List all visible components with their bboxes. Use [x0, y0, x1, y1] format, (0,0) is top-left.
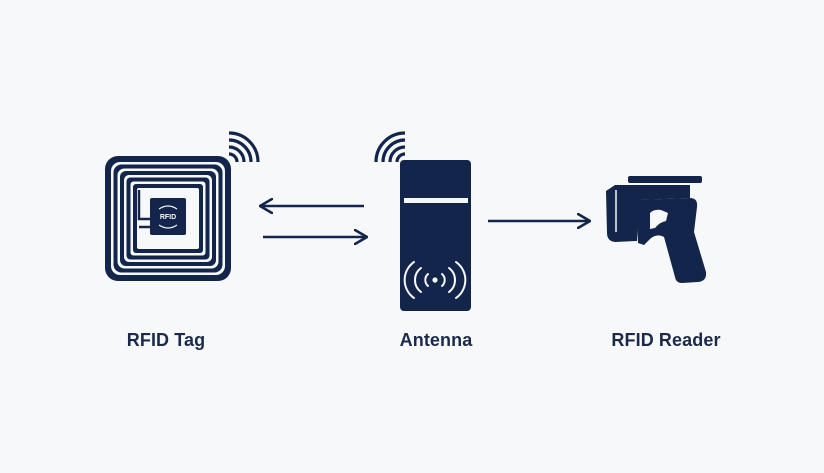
antenna-label: Antenna — [399, 330, 473, 350]
antenna-signal-icon — [374, 131, 406, 163]
rfid-reader-gun-icon — [606, 176, 707, 283]
chip-text: RFID — [160, 214, 176, 221]
rfid-reader-label: RFID Reader — [611, 330, 721, 350]
rfid-tag-icon: RFID — [105, 156, 231, 281]
bidirectional-arrows — [260, 206, 367, 237]
wireless-signal-icon — [228, 131, 260, 163]
rfid-tag-label: RFID Tag — [126, 330, 206, 350]
rfid-chip — [150, 198, 186, 235]
antenna-tower-icon — [400, 160, 471, 311]
